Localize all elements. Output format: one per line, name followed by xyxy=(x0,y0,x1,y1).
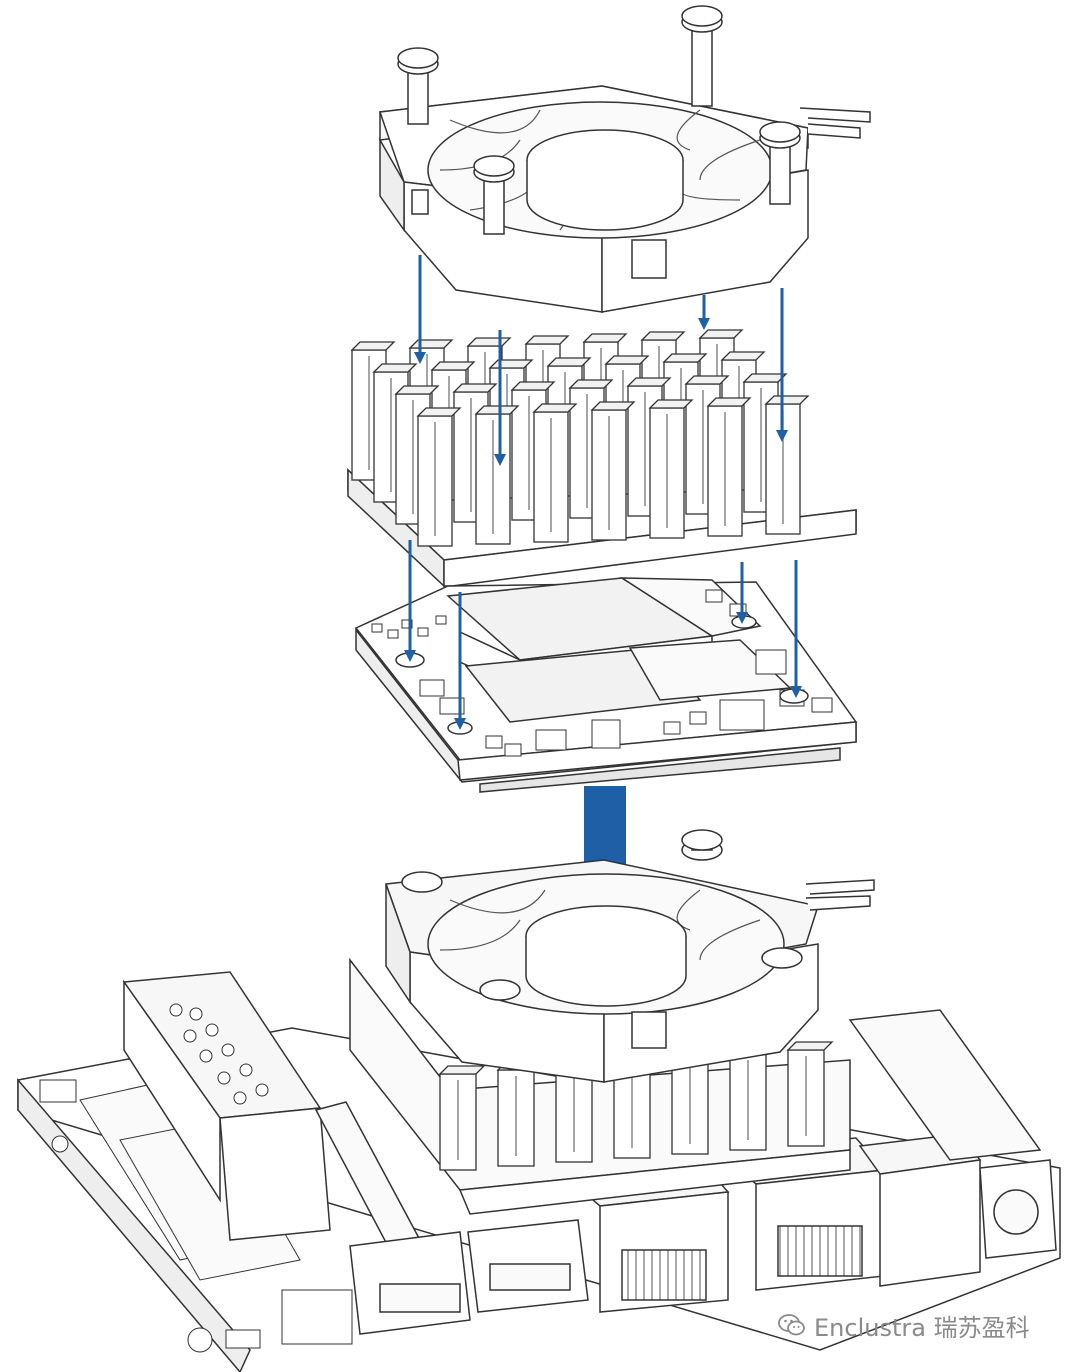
heatsink-fin-top xyxy=(438,1065,486,1075)
heatsink-fin-top xyxy=(532,403,578,413)
heatsink-fin-top xyxy=(786,1041,834,1051)
heatsink-fin-top xyxy=(742,373,788,383)
heatsink-fin-top xyxy=(394,385,440,395)
heatsink-fin-top xyxy=(408,339,454,349)
heatsink-fin-top xyxy=(582,333,628,343)
heatsink-fin-top xyxy=(698,329,744,339)
screw-2 xyxy=(681,5,723,107)
heatsink-fin-top xyxy=(604,355,650,365)
heatsink-fin-top xyxy=(524,335,570,345)
heatsink-fin-top xyxy=(626,377,672,387)
fan-exploded xyxy=(378,85,871,313)
heatsink-fin-top xyxy=(466,337,512,347)
screw-group xyxy=(397,5,801,235)
screw-1 xyxy=(397,47,439,125)
watermark: Enclustra 瑞苏盈科 xyxy=(778,1308,1030,1342)
wechat-icon xyxy=(778,1314,805,1336)
heatsink-fin-top xyxy=(764,395,810,405)
screw-3 xyxy=(759,121,801,205)
heatsink-fin-top xyxy=(452,383,498,393)
heatsink-fin-top xyxy=(640,331,686,341)
heatsink-fin-top xyxy=(488,359,534,369)
heatsink-fin-top xyxy=(684,375,730,385)
heatsink-assembled xyxy=(349,957,851,1215)
heatsink-fin-top xyxy=(350,341,396,351)
heatsink-fin-top xyxy=(720,351,766,361)
heatsink-fin-top xyxy=(430,361,476,371)
fan-assembled xyxy=(384,829,875,1083)
heatsink-fin-top xyxy=(474,405,520,415)
heatsink-fin-top xyxy=(416,407,462,417)
som-module-exploded xyxy=(354,577,858,793)
heatsink-fin-top xyxy=(706,397,752,407)
watermark-text: Enclustra 瑞苏盈科 xyxy=(814,1313,1030,1342)
heatsink-fin-top xyxy=(662,353,708,363)
heatsink-fin-top xyxy=(372,363,418,373)
heatsink-fin-top xyxy=(590,401,636,411)
screw-4 xyxy=(473,155,515,235)
heatsink-fin-top xyxy=(546,357,592,367)
heatsink-fin-top xyxy=(568,379,614,389)
rj45-jack-1 xyxy=(558,1159,730,1313)
heatsink-fin-top xyxy=(510,381,556,391)
assembly-arrows xyxy=(404,255,802,730)
heatsink-fin-top xyxy=(648,399,694,409)
heatsink-exploded xyxy=(347,329,857,588)
